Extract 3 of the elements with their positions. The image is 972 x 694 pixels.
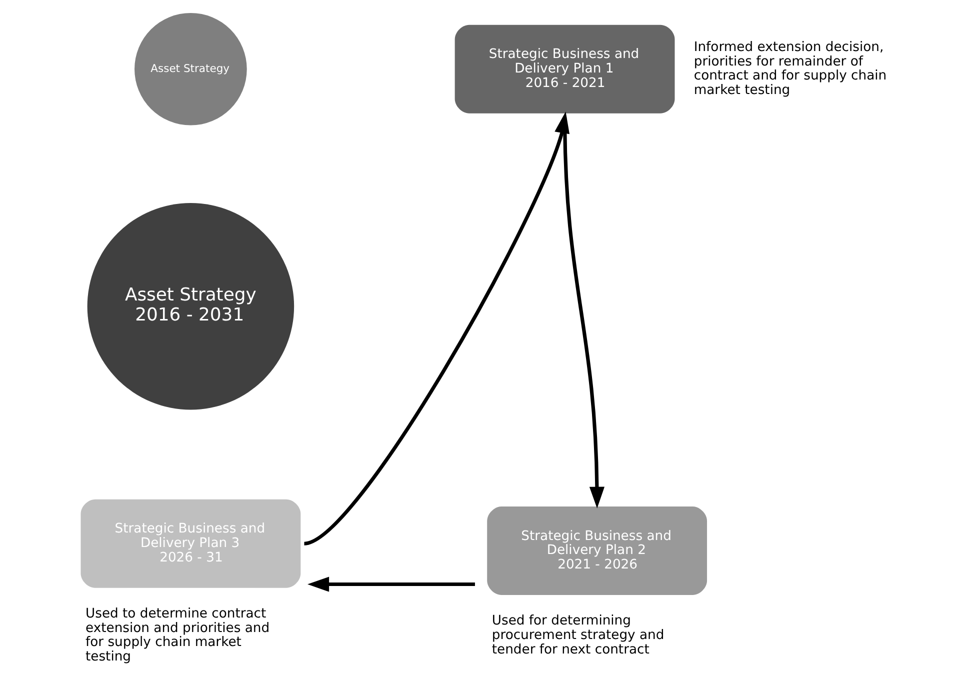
node-label: Informed extension decision, priorities for remainder of contract and for supply chain market testing	[693, 40, 886, 98]
node-label: Used for determining procurement strategy and tender for next contract	[491, 614, 664, 658]
node-label: Used to determine contract extension and priorities and for supply chain market testing	[85, 606, 270, 664]
